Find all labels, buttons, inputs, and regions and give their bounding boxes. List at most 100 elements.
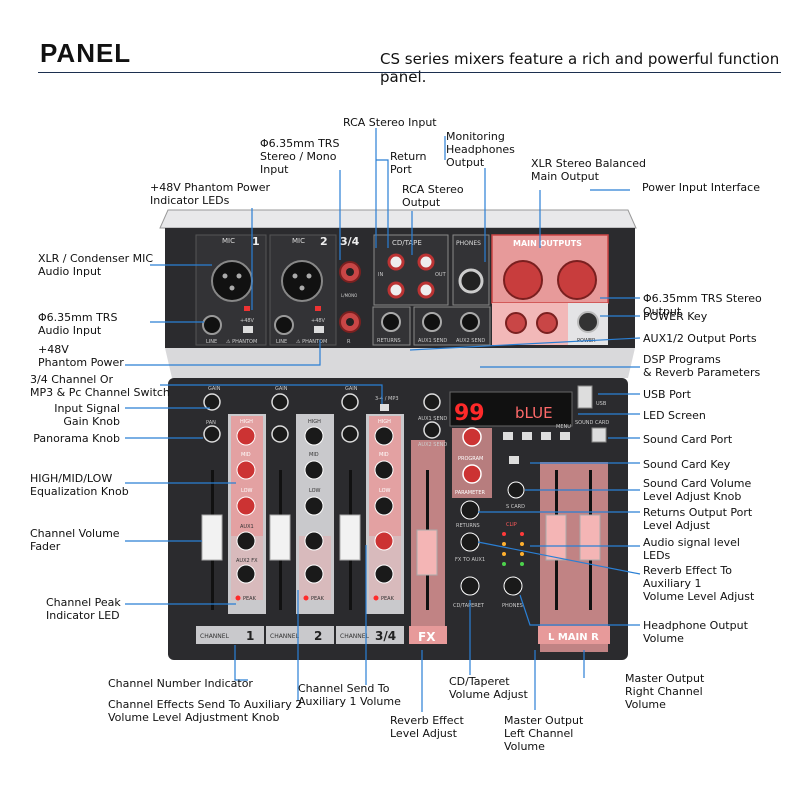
svg-text:PEAK: PEAK <box>311 596 325 602</box>
callout-trs-audio-input: Φ6.35mm TRS Audio Input <box>38 311 118 337</box>
callout-eq-knob: HIGH/MID/LOW Equalization Knob <box>30 472 129 498</box>
svg-text:AUX1 SEND: AUX1 SEND <box>418 416 447 422</box>
callout-mp3-pc-switch: 3/4 Channel Or MP3 & Pc Channel Switch <box>30 373 170 399</box>
svg-text:PHONES: PHONES <box>502 603 523 609</box>
xlr-main-l <box>503 260 543 300</box>
mic1-label: MIC <box>222 237 235 245</box>
header-rule <box>38 72 781 73</box>
usb-port <box>577 385 593 409</box>
led-screen <box>449 391 573 427</box>
svg-text:GAIN: GAIN <box>275 386 288 392</box>
led-number: 99 <box>454 401 485 426</box>
led-text: bLUE <box>515 404 553 422</box>
svg-text:PROGRAM: PROGRAM <box>458 456 483 462</box>
fx-to-aux1-knob <box>460 532 480 552</box>
fader-cap-3 <box>339 514 361 561</box>
callout-headphone-volume: Headphone Output Volume <box>643 619 748 645</box>
xlr-main-r <box>557 260 597 300</box>
aux1-knob-3 <box>374 531 394 551</box>
phones-knob <box>503 576 523 596</box>
mp3-switch <box>380 404 389 411</box>
main-outputs-label: MAIN OUTPUTS <box>513 239 582 248</box>
ch2-num-rear: 2 <box>320 235 328 248</box>
svg-text:CLIP: CLIP <box>506 522 517 528</box>
svg-text:CHANNEL: CHANNEL <box>270 633 300 640</box>
svg-text:GAIN: GAIN <box>208 386 221 392</box>
aux2-send-knob <box>423 421 441 439</box>
callout-reverb-level: Reverb Effect Level Adjust <box>390 714 464 740</box>
svg-text:USB: USB <box>596 401 607 407</box>
callout-dsp-programs: DSP Programs & Reverb Parameters <box>643 353 761 379</box>
parameter-knob <box>462 464 482 484</box>
svg-text:CHANNEL: CHANNEL <box>340 633 370 640</box>
callout-panorama-knob: Panorama Knob <box>33 432 120 445</box>
eq-low-1 <box>236 496 256 516</box>
aux1-knob-2 <box>304 531 324 551</box>
callout-power-input: Power Input Interface <box>642 181 760 194</box>
svg-text:+48V: +48V <box>311 318 326 324</box>
fader-cap-main-l <box>545 514 567 561</box>
cd-tape-label: CD/TAPE <box>392 239 422 247</box>
callout-input-gain: Input Signal Gain Knob <box>54 402 120 428</box>
aux2-knob-1 <box>236 564 256 584</box>
cd-taperet-knob <box>460 576 480 596</box>
leader-lines <box>125 128 641 712</box>
callout-sound-card-port: Sound Card Port <box>643 433 733 446</box>
svg-text:MENU: MENU <box>556 424 571 430</box>
aux1-send-knob <box>423 393 441 411</box>
callout-reverb-aux1: Reverb Effect To Auxiliary 1 Volume Leve… <box>643 564 755 603</box>
fader-cap-fx <box>416 529 438 576</box>
callout-monitoring-headphones: Monitoring Headphones Output <box>446 130 515 169</box>
svg-text:PHONES: PHONES <box>456 240 481 247</box>
gain-knob-2 <box>271 393 289 411</box>
pan-knob-3 <box>341 425 359 443</box>
eq-mid-2 <box>304 460 324 480</box>
callout-rca-stereo-input: RCA Stereo Input <box>343 116 437 129</box>
mp3-switch-label: 3-4 / MP3 <box>375 396 399 402</box>
peak-led-2 <box>303 595 309 601</box>
callout-xlr-mic-input: XLR / Condenser MIC Audio Input <box>38 252 154 278</box>
svg-text:HIGH: HIGH <box>240 419 253 425</box>
eq-mid-3 <box>374 460 394 480</box>
svg-text:PARAMETER: PARAMETER <box>455 490 485 496</box>
svg-text:⚠ PHANTOM: ⚠ PHANTOM <box>226 339 257 345</box>
sound-card-port <box>591 427 607 443</box>
svg-text:PEAK: PEAK <box>243 596 257 602</box>
pan-knob-1 <box>203 425 221 443</box>
svg-text:RETURNS: RETURNS <box>377 338 401 344</box>
svg-text:HIGH: HIGH <box>308 419 321 425</box>
rca-in-l <box>387 253 405 271</box>
callout-xlr-main-output: XLR Stereo Balanced Main Output <box>531 157 646 183</box>
aux1-knob-1 <box>236 531 256 551</box>
aux2-knob-2 <box>304 564 324 584</box>
callout-sound-card-volume: Sound Card Volume Level Adjust Knob <box>643 477 752 503</box>
svg-text:PAN: PAN <box>206 420 216 426</box>
channel-strips: GAIN GAIN GAIN 3-4 / MP3 PAN HIGH MID LO… <box>196 385 610 652</box>
svg-text:RETURNS: RETURNS <box>456 523 480 529</box>
gain-knob-1 <box>203 393 221 411</box>
fader-cap-1 <box>201 514 223 561</box>
peak-led-1 <box>235 595 241 601</box>
channel-number-1: 1 <box>246 629 254 643</box>
svg-text:LINE: LINE <box>276 339 287 345</box>
rca-in-r <box>387 281 405 299</box>
program-knob <box>462 427 482 447</box>
svg-text:LOW: LOW <box>379 488 391 494</box>
svg-text:MIC: MIC <box>292 237 305 245</box>
callout-rca-stereo-output: RCA Stereo Output <box>402 183 464 209</box>
svg-text:FX TO AUX1: FX TO AUX1 <box>455 557 485 563</box>
fx-label: FX <box>418 630 436 644</box>
returns-jack <box>381 312 401 332</box>
callout-effects-aux2: Channel Effects Send To Auxiliary 2 Volu… <box>108 698 303 724</box>
rear-panel: MIC 1 +48V LINE ⚠ PHANTOM MIC 2 +48V LIN… <box>195 234 609 346</box>
svg-text:+48V: +48V <box>240 318 255 324</box>
callout-master-right: Master Output Right Channel Volume <box>625 672 705 711</box>
svg-text:AUX2 SEND: AUX2 SEND <box>456 338 485 344</box>
callout-phantom-leds: +48V Phantom Power Indicator LEDs <box>150 181 271 207</box>
phones-jack <box>458 268 484 294</box>
callout-sound-card-key: Sound Card Key <box>643 458 731 471</box>
callout-signal-leds: Audio signal level LEDs <box>643 536 740 562</box>
callout-power-key: POWER Key <box>643 310 708 323</box>
svg-text:MID: MID <box>379 452 389 458</box>
callout-usb-port: USB Port <box>643 388 691 401</box>
